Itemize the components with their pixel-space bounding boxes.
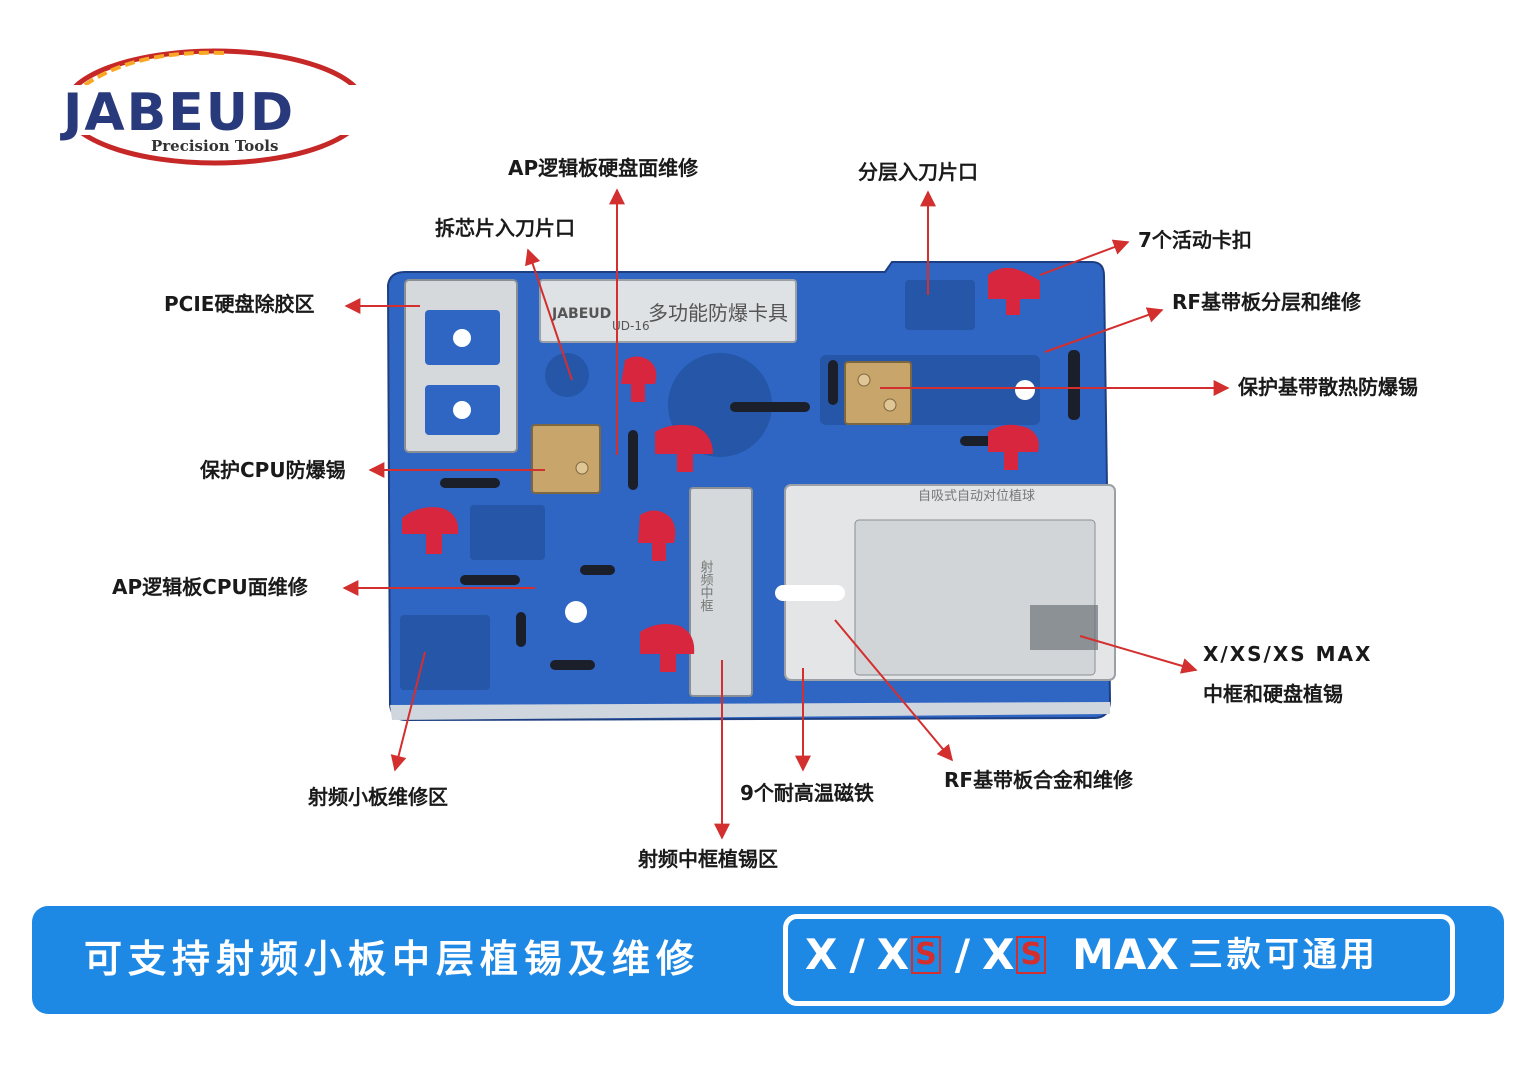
- label-rf-alloy: RF基带板合金和维修: [944, 768, 1134, 792]
- label-magnets: 9个耐高温磁铁: [740, 781, 874, 805]
- label-ap-cpu-side: AP逻辑板CPU面维修: [112, 575, 308, 599]
- label-protect-cpu: 保护CPU防爆锡: [200, 458, 346, 482]
- cpu-gold-shield: [531, 424, 601, 494]
- model-xsmax-s: S: [1016, 936, 1047, 974]
- banner-right-text: 三款可通用: [1188, 935, 1379, 975]
- label-layer-blade-slot: 分层入刀片口: [858, 160, 978, 184]
- label-frame-disk: 中框和硬盘植锡: [1203, 682, 1343, 706]
- model-xsmax-x: X: [982, 930, 1015, 979]
- plate-edge: [390, 702, 1110, 720]
- logo-tagline: Precision Tools: [151, 137, 279, 155]
- label-ap-disk-side: AP逻辑板硬盘面维修: [508, 156, 699, 180]
- label-x-models: X/XS/XS MAX: [1203, 642, 1373, 666]
- label-pcie: PCIE硬盘除胶区: [164, 292, 315, 316]
- slash-1: /: [849, 930, 865, 979]
- callout-arrows: [342, 188, 1230, 840]
- baseband-gold-shield: [844, 361, 912, 425]
- nameplate-text: 多功能防爆卡具: [648, 301, 788, 325]
- bottom-banner: [32, 906, 1504, 1014]
- label-rf-small-board: 射频小板维修区: [308, 785, 448, 809]
- banner-left-text: 可支持射频小板中层植锡及维修: [84, 936, 701, 981]
- logo-brand-text: JABEUD: [63, 83, 296, 143]
- logo-swoosh-icon: [60, 48, 370, 166]
- banner-model-box: [783, 914, 1455, 1006]
- nameplate-brand: JABEUD: [551, 306, 611, 322]
- stencil-text: 自吸式自动对位植球: [918, 489, 1035, 504]
- fixture-illustration: JABEUD UD-16 多功能防爆卡具 自吸式自动对位植球 射频中框: [342, 188, 1230, 840]
- model-xs-x: X: [876, 930, 910, 979]
- label-clips: 7个活动卡扣: [1138, 228, 1252, 252]
- label-chip-blade-slot: 拆芯片入刀片口: [435, 216, 575, 240]
- brand-logo: JABEUD Precision Tools: [55, 45, 375, 175]
- label-protect-baseband: 保护基带散热防爆锡: [1238, 375, 1418, 399]
- banner-models: X / X S / X S MAX 三款可通用: [805, 934, 1379, 976]
- model-max: MAX: [1072, 930, 1179, 979]
- fixture-nameplate: [539, 279, 797, 343]
- small-stencil-text: 射频中框: [698, 559, 714, 612]
- model-xs-s: S: [911, 936, 941, 974]
- red-clips: [402, 267, 1040, 672]
- slash-2: /: [954, 930, 971, 979]
- label-rf-layer: RF基带板分层和维修: [1172, 290, 1362, 314]
- nameplate-model: UD-16: [612, 319, 650, 333]
- label-rf-frame: 射频中框植锡区: [638, 847, 778, 871]
- model-x: X: [805, 930, 838, 979]
